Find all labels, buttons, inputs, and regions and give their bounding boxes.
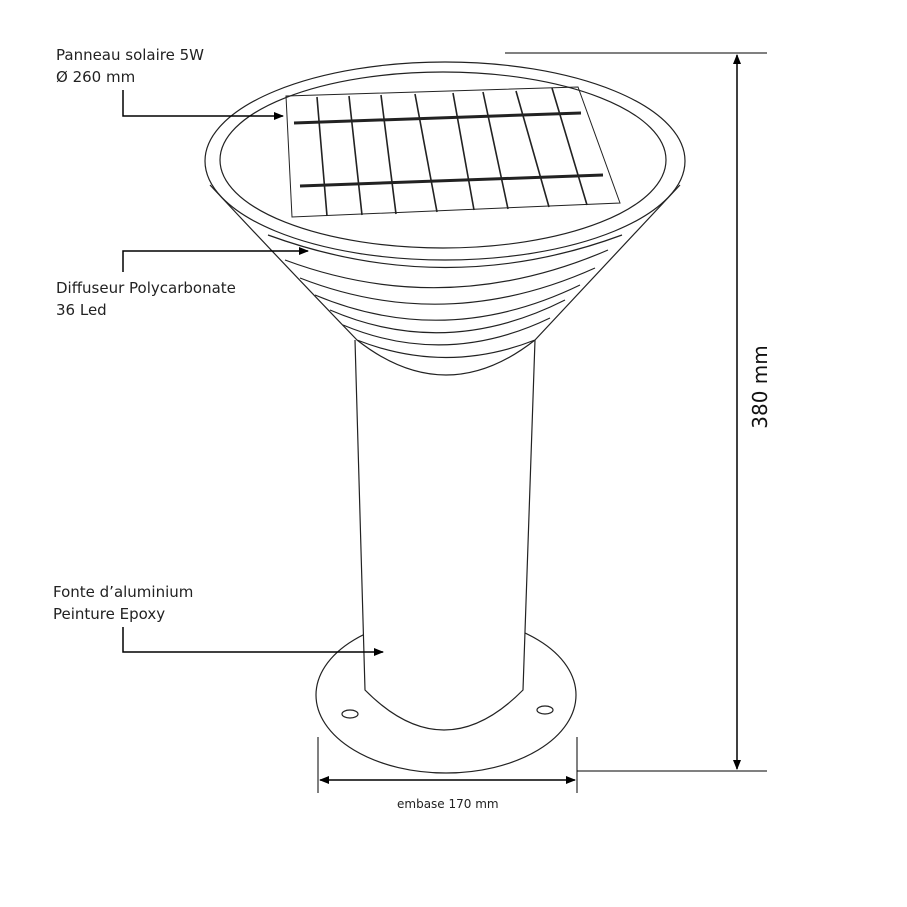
body-label: Fonte d’aluminium Peinture Epoxy [53, 581, 193, 625]
mount-hole-right [536, 705, 554, 715]
height-dimension-label: 380 mm [748, 345, 772, 429]
body-leader-arrow [122, 627, 384, 656]
panel-label-title: Panneau solaire 5W [56, 46, 205, 64]
diffuser-leader-arrow [122, 247, 309, 272]
diffuser-label-led: 36 Led [56, 301, 107, 319]
diffuser-label: Diffuseur Polycarbonate 36 Led [56, 277, 236, 321]
panel-label-diameter: Ø 260 mm [56, 68, 136, 86]
mount-hole-left [341, 709, 359, 719]
panel-label: Panneau solaire 5W Ø 260 mm [56, 44, 204, 88]
top-rim-inner [219, 71, 667, 249]
body-label-finish: Peinture Epoxy [53, 605, 166, 623]
solar-panel [285, 86, 621, 218]
collar [356, 339, 536, 376]
panel-leader-arrow [122, 90, 284, 120]
top-rim-outer [204, 61, 686, 261]
base-dimension-label: embase 170 mm [397, 797, 499, 811]
body-label-material: Fonte d’aluminium [53, 583, 194, 601]
column [354, 339, 536, 731]
diffuser-label-title: Diffuseur Polycarbonate [56, 279, 236, 297]
